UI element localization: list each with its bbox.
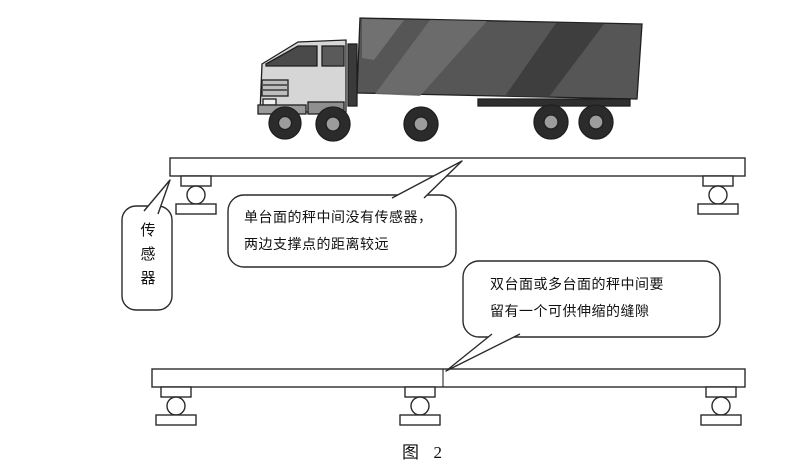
truck-headlight <box>262 98 277 106</box>
support-roller <box>166 396 186 416</box>
support-roller <box>711 396 731 416</box>
single-platform-callout-tail <box>391 160 463 199</box>
truck-grille <box>261 79 289 97</box>
truck-exhaust-stack <box>347 43 358 107</box>
multi-platform-callout-text: 双台面或多台面的秤中间要 留有一个可供伸缩的缝隙 <box>490 271 712 325</box>
truck-cab <box>257 39 358 115</box>
multi-platform-callout-tail <box>445 333 521 372</box>
single-platform-callout-text: 单台面的秤中间没有传感器， 两边支撑点的距离较远 <box>244 204 452 258</box>
weighbridge-deck-bottom <box>151 368 746 388</box>
truck-wheels <box>268 104 614 142</box>
multi-platform-callout-line2: 留有一个可供伸缩的缝隙 <box>490 303 650 319</box>
weighbridge-deck-top <box>169 157 746 177</box>
truck-side-window <box>321 45 345 67</box>
multi-platform-callout-bubble <box>445 260 721 372</box>
single-platform-callout-line1: 单台面的秤中间没有传感器， <box>244 209 433 225</box>
multi-platform-scale <box>151 368 746 426</box>
single-platform-callout-bubble <box>227 160 463 268</box>
load-cell-support-bottom-right <box>700 386 742 426</box>
sensor-label: 传感器 <box>138 222 156 294</box>
truck-windshield <box>265 45 318 67</box>
single-platform-scale <box>169 157 746 215</box>
support-roller <box>410 396 430 416</box>
callout-bubbles <box>121 160 721 372</box>
sensor-callout-bubble <box>121 179 173 311</box>
sensor-callout-tail <box>143 179 171 215</box>
support-roller <box>708 185 728 205</box>
single-platform-callout-line2: 两边支撑点的距离较远 <box>244 236 389 252</box>
load-cell-support-bottom-left <box>155 386 197 426</box>
load-cell-support-top-right <box>697 175 739 215</box>
truck-trailer <box>356 17 643 107</box>
support-roller <box>186 185 206 205</box>
multi-platform-callout-line1: 双台面或多台面的秤中间要 <box>490 276 664 292</box>
load-cell-support-bottom-middle <box>399 386 441 426</box>
figure-caption: 图 2 <box>402 443 444 462</box>
load-cell-support-top-left <box>175 175 217 215</box>
truck-illustration <box>257 17 643 142</box>
